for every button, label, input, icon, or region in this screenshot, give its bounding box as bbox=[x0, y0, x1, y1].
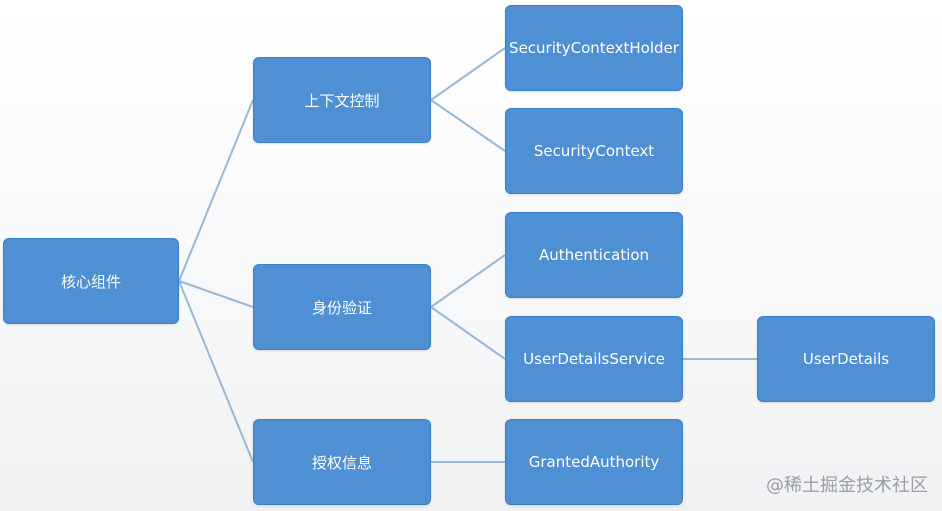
node-label: 核心组件 bbox=[60, 272, 121, 291]
edge-context_control-to-security_context bbox=[430, 99, 506, 152]
edge-authentication_group-to-user_details_service bbox=[430, 306, 506, 360]
node-label: UserDetails bbox=[802, 350, 890, 368]
node-label: 上下文控制 bbox=[304, 91, 380, 110]
edge-core-to-authentication_group bbox=[178, 280, 254, 308]
watermark: @稀土掘金技术社区 bbox=[766, 475, 928, 496]
node-security-context-holder: SecurityContextHolder bbox=[505, 5, 683, 91]
node-authentication-group: 身份验证 bbox=[253, 264, 431, 350]
edge-core-to-authorization_info bbox=[178, 280, 254, 463]
node-authorization-info: 授权信息 bbox=[253, 419, 431, 505]
node-granted-authority: GrantedAuthority bbox=[505, 419, 683, 505]
edge-authentication_group-to-authentication bbox=[430, 254, 506, 308]
node-label: 身份验证 bbox=[311, 298, 372, 317]
node-context-control: 上下文控制 bbox=[253, 57, 431, 143]
node-label: SecurityContextHolder bbox=[509, 39, 679, 57]
node-label: 授权信息 bbox=[311, 453, 372, 472]
node-core-components: 核心组件 bbox=[3, 238, 179, 324]
node-label: Authentication bbox=[538, 246, 650, 264]
node-label: SecurityContext bbox=[533, 142, 655, 160]
node-user-details: UserDetails bbox=[757, 316, 935, 402]
node-authentication: Authentication bbox=[505, 212, 683, 298]
node-user-details-service: UserDetailsService bbox=[505, 316, 683, 402]
node-label: GrantedAuthority bbox=[528, 453, 660, 471]
node-label: UserDetailsService bbox=[523, 350, 665, 368]
edge-context_control-to-security_context_holder bbox=[430, 47, 506, 101]
edge-core-to-context_control bbox=[178, 99, 254, 282]
node-security-context: SecurityContext bbox=[505, 108, 683, 194]
